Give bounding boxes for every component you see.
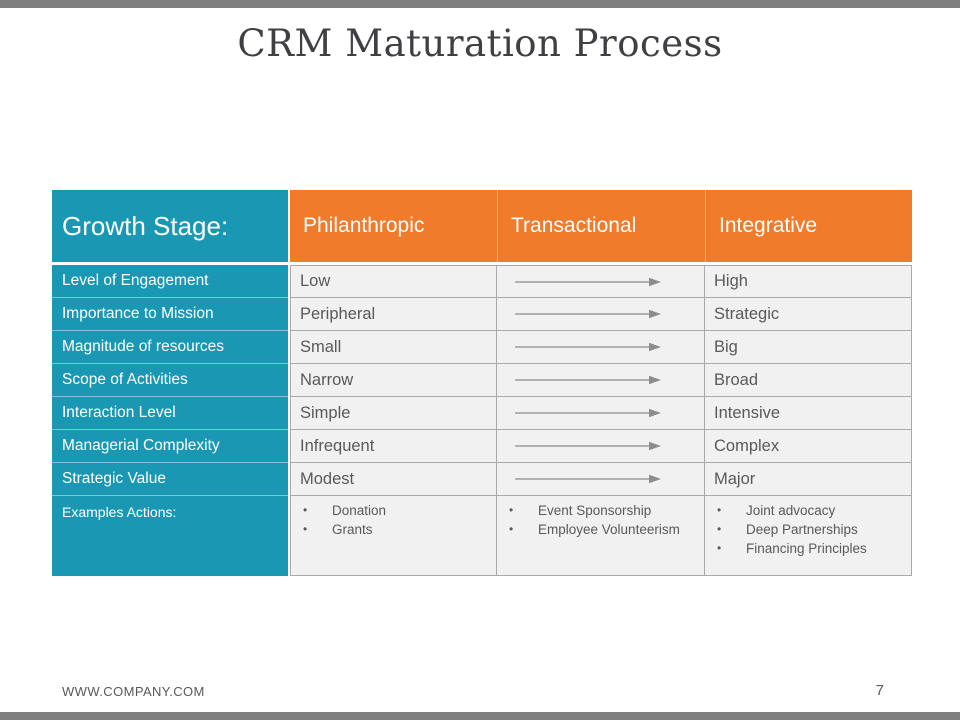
footer-website: WWW.COMPANY.COM	[62, 684, 205, 699]
row-arrow-cell	[497, 364, 705, 397]
right-arrow-icon	[515, 277, 661, 286]
bullet-list: •Event Sponsorship •Employee Volunteeris…	[497, 502, 698, 540]
list-item: •Financing Principles	[705, 540, 905, 559]
list-item: •Joint advocacy	[705, 502, 905, 521]
row-value-philanthropic: Small	[290, 331, 497, 364]
row-value-integrative: High	[705, 265, 912, 298]
examples-integrative-cell: •Joint advocacy •Deep Partnerships •Fina…	[705, 496, 912, 576]
bottom-border-bar	[0, 712, 960, 720]
row-value-integrative: Broad	[705, 364, 912, 397]
row-value-integrative: Complex	[705, 430, 912, 463]
list-item: •Donation	[291, 502, 490, 521]
row-value-integrative: Intensive	[705, 397, 912, 430]
examples-transactional-cell: •Event Sponsorship •Employee Volunteeris…	[497, 496, 705, 576]
row-value-philanthropic: Peripheral	[290, 298, 497, 331]
row-value-philanthropic: Low	[290, 265, 497, 298]
bullet-list: •Joint advocacy •Deep Partnerships •Fina…	[705, 502, 905, 559]
right-arrow-icon	[515, 474, 661, 484]
row-label-examples: Examples Actions:	[52, 496, 288, 576]
bullet-icon: •	[509, 503, 514, 517]
row-label: Importance to Mission	[52, 298, 288, 331]
bullet-icon: •	[717, 540, 722, 555]
table-header-row: Growth Stage: Philanthropic Transactiona…	[52, 190, 912, 262]
header-col-transactional: Transactional	[497, 190, 705, 262]
row-value-philanthropic: Infrequent	[290, 430, 497, 463]
row-arrow-cell	[497, 397, 705, 430]
bullet-icon: •	[717, 521, 722, 536]
right-arrow-icon	[515, 342, 661, 352]
list-item: •Grants	[291, 521, 490, 540]
right-arrow-icon	[515, 441, 661, 451]
examples-philanthropic-cell: •Donation •Grants	[290, 496, 497, 576]
row-value-integrative: Major	[705, 463, 912, 496]
row-value-philanthropic: Simple	[290, 397, 497, 430]
row-arrow-cell	[497, 265, 705, 298]
list-item: •Employee Volunteerism	[497, 521, 698, 540]
header-col-integrative: Integrative	[705, 190, 912, 262]
right-arrow-icon	[515, 375, 661, 385]
row-arrow-cell	[497, 430, 705, 463]
slide-title: CRM Maturation Process	[237, 22, 723, 65]
row-value-integrative: Strategic	[705, 298, 912, 331]
bullet-list: •Donation •Grants	[291, 502, 490, 540]
header-growth-stage: Growth Stage:	[52, 190, 288, 262]
page-number: 7	[875, 682, 884, 699]
bullet-icon: •	[717, 503, 722, 517]
list-item: •Event Sponsorship	[497, 502, 698, 521]
row-label: Level of Engagement	[52, 265, 288, 298]
row-label: Scope of Activities	[52, 364, 288, 397]
bullet-icon: •	[303, 521, 308, 536]
row-value-philanthropic: Modest	[290, 463, 497, 496]
row-label: Interaction Level	[52, 397, 288, 430]
table-body: Level of Engagement Low High Importance …	[52, 265, 912, 576]
row-label: Strategic Value	[52, 463, 288, 496]
right-arrow-icon	[515, 408, 661, 418]
row-label: Magnitude of resources	[52, 331, 288, 364]
right-arrow-icon	[515, 309, 661, 319]
row-value-integrative: Big	[705, 331, 912, 364]
row-value-philanthropic: Narrow	[290, 364, 497, 397]
list-item: •Deep Partnerships	[705, 521, 905, 540]
row-arrow-cell	[497, 463, 705, 496]
bullet-icon: •	[303, 503, 308, 517]
row-arrow-cell	[497, 298, 705, 331]
crm-maturity-table: Growth Stage: Philanthropic Transactiona…	[52, 190, 912, 576]
row-label: Managerial Complexity	[52, 430, 288, 463]
bullet-icon: •	[509, 521, 514, 536]
header-col-philanthropic: Philanthropic	[290, 190, 497, 262]
row-arrow-cell	[497, 331, 705, 364]
top-border-bar	[0, 0, 960, 8]
